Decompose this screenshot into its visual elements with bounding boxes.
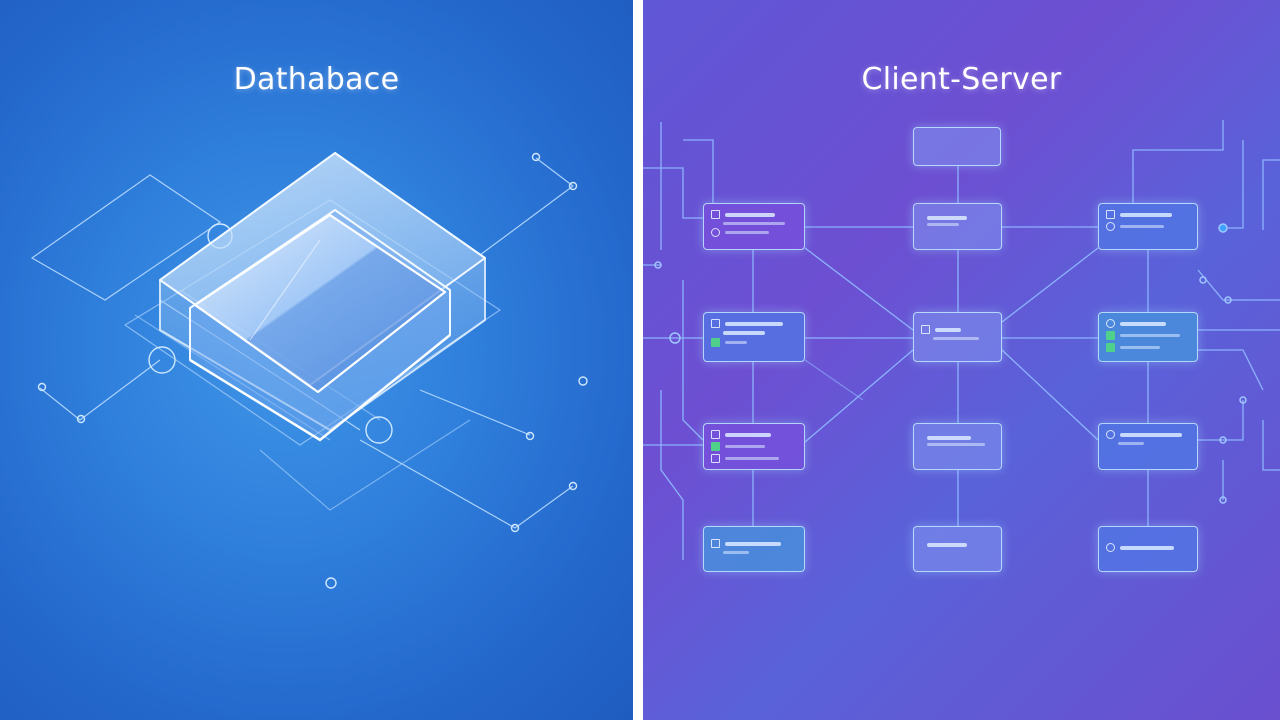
client-server-panel: Client-Server (643, 0, 1280, 720)
server-node-3 (913, 423, 1002, 470)
bell-icon (921, 325, 930, 334)
wrench-icon (711, 228, 720, 237)
client-server-title: Client-Server (861, 62, 1062, 97)
service-node-2 (1098, 312, 1198, 362)
client-node-3 (703, 423, 805, 470)
search-icon-2 (1106, 543, 1115, 552)
server-core-node (913, 312, 1002, 362)
table-icon (711, 454, 720, 463)
window-icon (711, 210, 720, 219)
list-icon (711, 430, 720, 439)
glass-database-block (159, 152, 486, 442)
check-icon (1106, 331, 1115, 340)
database-icon (711, 539, 720, 548)
service-node-3 (1098, 423, 1198, 470)
status-icon (711, 338, 720, 347)
service-node-4 (1098, 526, 1198, 572)
database-title: Dathabace (233, 62, 400, 97)
connection-lines (643, 120, 1280, 560)
pin-icon (1106, 222, 1115, 231)
client-node-1 (703, 203, 805, 250)
service-node-1 (1098, 203, 1198, 250)
server-node-1 (913, 203, 1002, 250)
search-icon (1106, 319, 1115, 328)
doc-icon (1106, 210, 1115, 219)
tool-icon (1106, 430, 1115, 439)
server-top-box (913, 127, 1001, 166)
client-node-2 (703, 312, 805, 362)
status-icon-2 (711, 442, 720, 451)
server-node-4 (913, 526, 1002, 572)
grid-icon (711, 319, 720, 328)
client-node-4 (703, 526, 805, 572)
check-icon-2 (1106, 343, 1115, 352)
database-illustration (30, 152, 588, 589)
database-panel: Dathabace (0, 0, 633, 720)
